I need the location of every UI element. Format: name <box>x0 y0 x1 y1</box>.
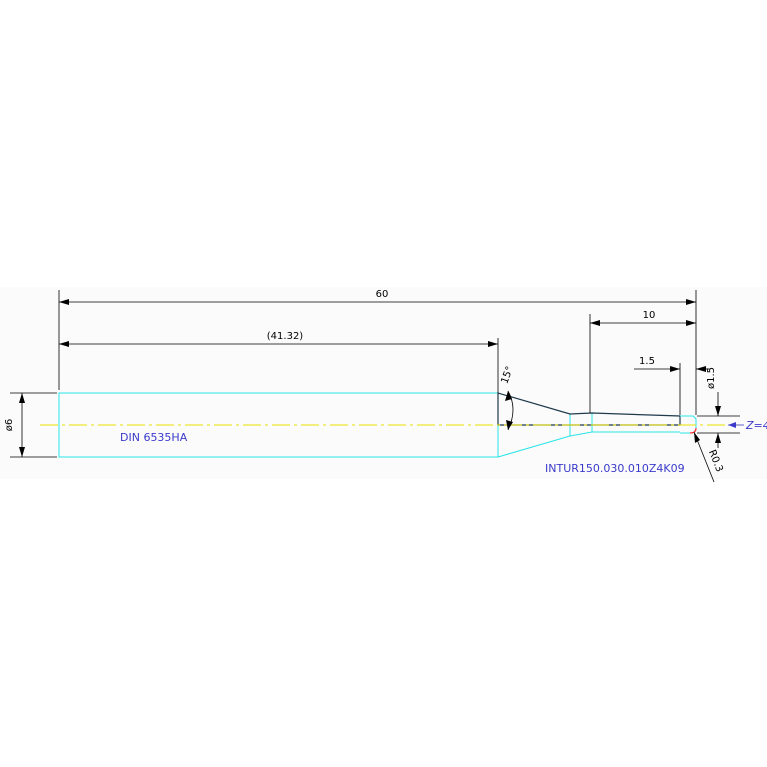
arrow-reach-left <box>590 320 600 326</box>
tool-upper-profile <box>497 392 681 425</box>
neck-lower-outline <box>497 431 680 458</box>
note-part-number: INTUR150.030.010Z4K09 <box>545 462 685 475</box>
arrow-tip-dia-top <box>715 406 721 416</box>
arrowheads <box>19 299 736 457</box>
arrow-overall-right <box>686 299 696 305</box>
arrow-cut-right <box>696 366 706 372</box>
drawing-area <box>0 287 767 479</box>
arrow-shank-left <box>59 341 69 347</box>
arrow-reach-right <box>686 320 696 326</box>
arrow-shank-dia-bottom <box>19 447 25 457</box>
note-flute-count: Z=4 <box>745 419 767 432</box>
dim-shank-length: (41.32) <box>267 331 304 342</box>
arrow-radius <box>694 432 700 443</box>
arrow-cut-left <box>670 366 680 372</box>
arrow-angle-bottom <box>506 420 513 430</box>
arrow-flute <box>728 422 736 428</box>
corner-radius-arc <box>689 427 697 434</box>
shank-outline <box>58 392 498 458</box>
arrow-shank-dia-top <box>19 393 25 403</box>
note-shank-standard: DIN 6535HA <box>120 431 188 444</box>
dim-overall-length: 60 <box>376 289 389 300</box>
dim-reach-length: 10 <box>643 310 656 321</box>
arrow-shank-right <box>488 341 498 347</box>
dim-cutting-length: 1.5 <box>639 356 655 367</box>
dim-cutting-diameter: ø1.5 <box>706 367 717 389</box>
arrow-tip-dia-bottom <box>715 433 721 443</box>
dim-shank-diameter: ø6 <box>4 419 15 431</box>
arrow-overall-left <box>59 299 69 305</box>
arrow-angle-top <box>505 391 512 401</box>
